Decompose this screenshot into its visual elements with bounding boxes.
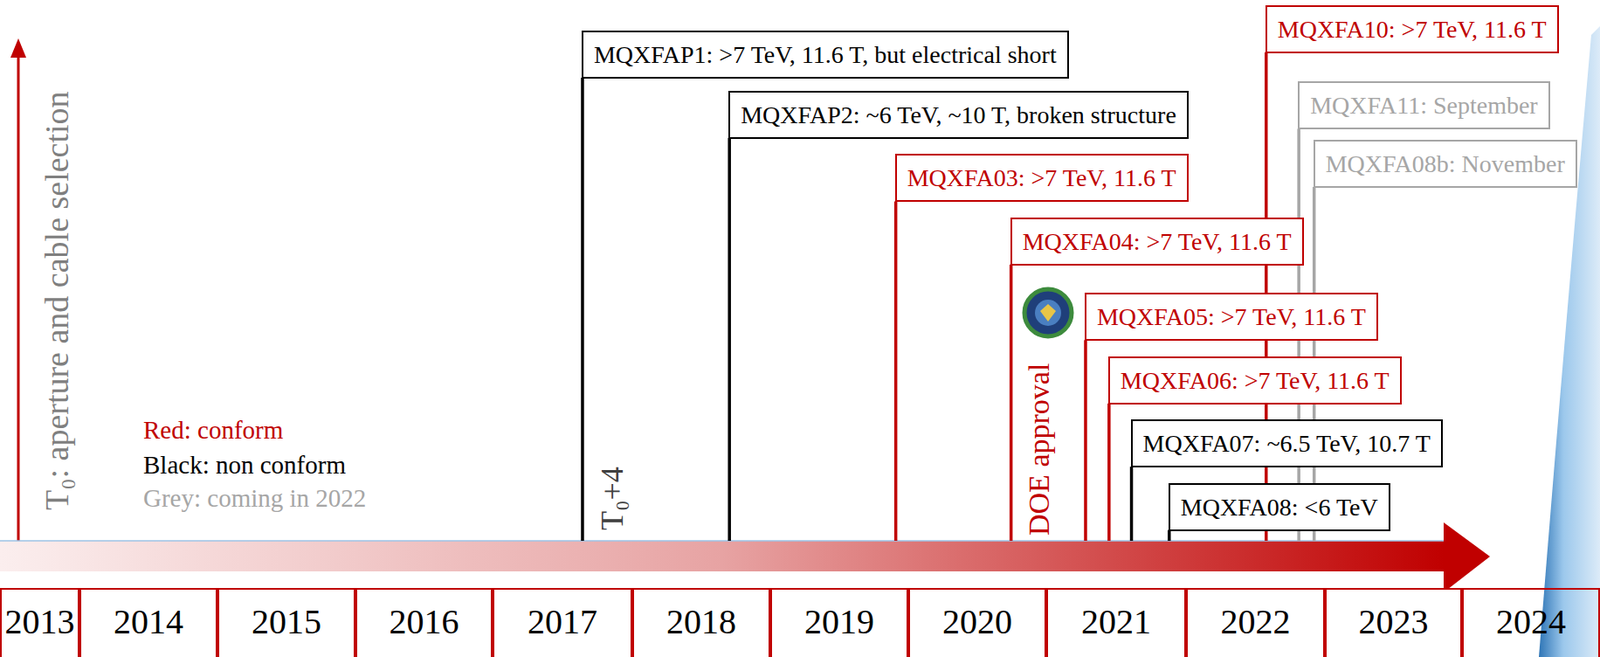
- leader-line: [1107, 403, 1111, 541]
- box-text: MQXFAP2: ~6 TeV, ~10 T, broken structure: [740, 101, 1177, 129]
- box-text: MQXFA04: >7 TeV, 11.6 T: [1022, 227, 1292, 256]
- legend-entry: Grey: coming in 2022: [143, 482, 366, 514]
- year-cell: 2017: [492, 587, 633, 657]
- timeline-arrow-head: [1443, 522, 1490, 593]
- year-cell: 2018: [632, 587, 771, 657]
- leader-line: [580, 77, 585, 541]
- legend-entry: Red: conform: [143, 413, 283, 446]
- magnet-box: MQXFA04: >7 TeV, 11.6 T: [1010, 217, 1304, 266]
- magnet-box: MQXFA07: ~6.5 TeV, 10.7 T: [1131, 419, 1443, 468]
- arrow-head: [10, 38, 27, 58]
- leader-line: [1083, 339, 1088, 541]
- legend-text: Grey: coming in 2022: [143, 483, 366, 512]
- leader-line: [1130, 466, 1134, 541]
- leader-line: [727, 137, 732, 541]
- doe-logo: [1024, 289, 1072, 337]
- box-text: MQXFA07: ~6.5 TeV, 10.7 T: [1143, 429, 1431, 457]
- axis-title: T₀: aperture and cable selection: [40, 90, 76, 511]
- box-text: MQXFA08b: November: [1325, 150, 1566, 178]
- legend-entry: Black: non conform: [143, 448, 346, 481]
- milestone-label: DOE approval: [1023, 363, 1056, 536]
- magnet-box: MQXFA03: >7 TeV, 11.6 T: [895, 153, 1189, 202]
- box-text: MQXFA06: >7 TeV, 11.6 T: [1120, 366, 1390, 394]
- year-cell: 2014: [79, 587, 218, 657]
- milestone-label: T₀+4: [596, 466, 630, 531]
- band-edge: [0, 539, 1444, 542]
- legend-text: Red: conform: [143, 415, 283, 444]
- magnet-box: MQXFA08b: November: [1313, 139, 1578, 188]
- year-cell: 2023: [1324, 587, 1463, 657]
- leader-line: [1009, 264, 1014, 541]
- magnet-box: MQXFAP2: ~6 TeV, ~10 T, broken structure: [728, 90, 1189, 139]
- year-cell: 2016: [355, 587, 493, 657]
- magnet-box: MQXFA08: <6 TeV: [1168, 482, 1391, 532]
- leader-line: [1167, 530, 1172, 541]
- year-cell: 2022: [1186, 587, 1325, 657]
- magnet-box: MQXFA10: >7 TeV, 11.6 T: [1265, 5, 1559, 54]
- year-cell: 2015: [217, 587, 356, 657]
- magnet-box: MQXFA05: >7 TeV, 11.6 T: [1084, 292, 1379, 341]
- leader-line: [894, 200, 898, 541]
- year-cell: 2024: [1462, 587, 1600, 657]
- magnet-box: MQXFA06: >7 TeV, 11.6 T: [1108, 356, 1402, 405]
- year-cell: 2021: [1046, 587, 1187, 657]
- year-cell: 2019: [770, 587, 909, 657]
- box-text: MQXFAP1: >7 TeV, 11.6 T, but electrical …: [593, 41, 1057, 69]
- box-text: MQXFA08: <6 TeV: [1180, 493, 1379, 521]
- box-text: MQXFA05: >7 TeV, 11.6 T: [1096, 303, 1366, 331]
- box-text: MQXFA10: >7 TeV, 11.6 T: [1277, 15, 1547, 43]
- year-cell: 2013: [0, 587, 80, 657]
- box-text: MQXFA03: >7 TeV, 11.6 T: [907, 164, 1177, 192]
- timeline-band: [0, 540, 1444, 572]
- year-cell: 2020: [908, 587, 1047, 657]
- vertical-arrow: [17, 54, 21, 541]
- magnet-box: MQXFAP1: >7 TeV, 11.6 T, but electrical …: [581, 30, 1069, 79]
- box-text: MQXFA11: September: [1310, 91, 1538, 119]
- legend-text: Black: non conform: [143, 450, 346, 479]
- magnet-box: MQXFA11: September: [1297, 81, 1551, 130]
